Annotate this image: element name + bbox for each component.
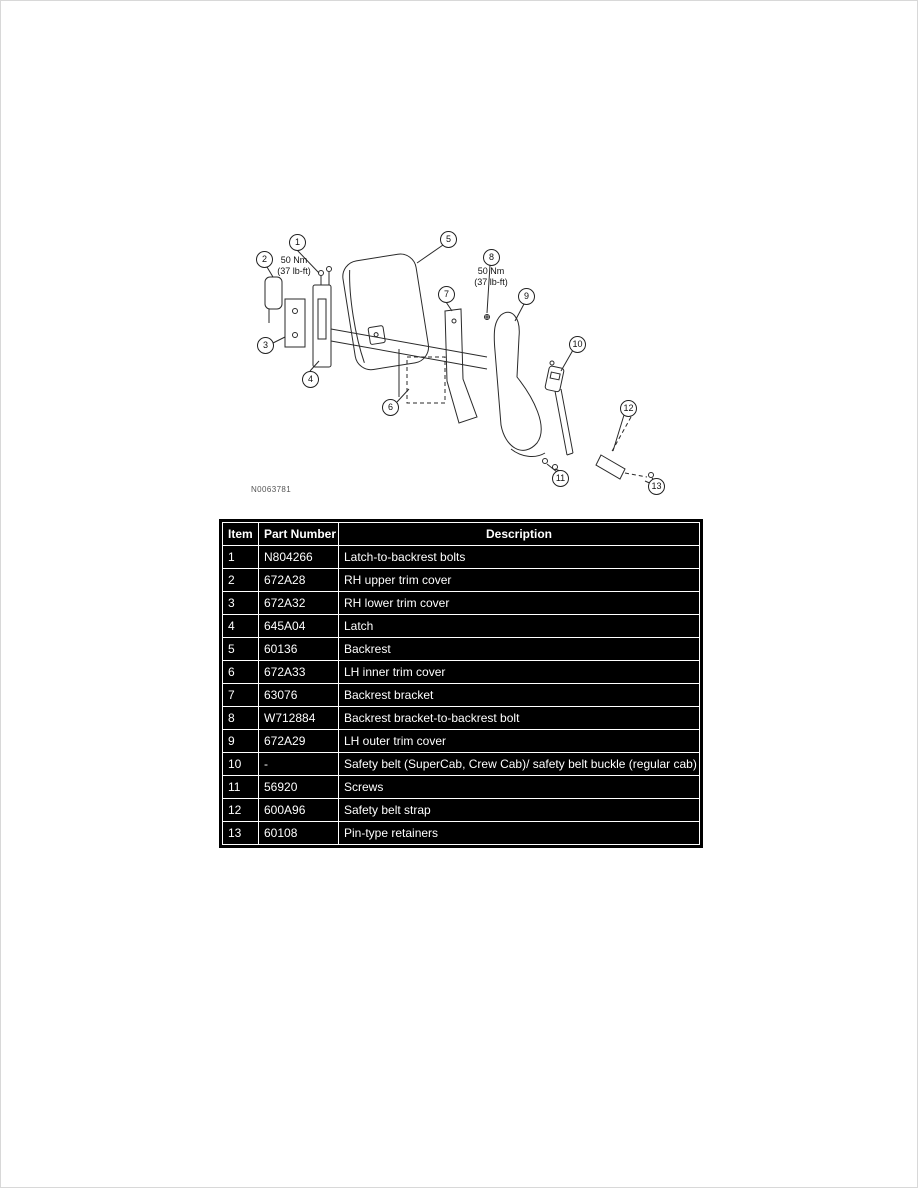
cell-description: RH upper trim cover — [338, 568, 700, 592]
cell-description: Safety belt strap — [338, 798, 700, 822]
cell-part-number: 645A04 — [258, 614, 339, 638]
cell-item: 13 — [222, 821, 259, 845]
exploded-diagram-art — [264, 244, 655, 486]
cell-part-number: 63076 — [258, 683, 339, 707]
cell-description: RH lower trim cover — [338, 591, 700, 615]
table-row: 11 56920 Screws — [222, 775, 700, 799]
torque-label-left: 50 Nm (37 lb-ft) — [266, 255, 322, 278]
cell-part-number: 672A29 — [258, 729, 339, 753]
cell-part-number: 56920 — [258, 775, 339, 799]
callout-7: 7 — [438, 286, 455, 303]
callout-8: 8 — [483, 249, 500, 266]
torque-label-right: 50 Nm (37 lb-ft) — [463, 266, 519, 289]
table-row: 8 W712884 Backrest bracket-to-backrest b… — [222, 706, 700, 730]
cell-part-number: - — [258, 752, 339, 776]
table-row: 3 672A32 RH lower trim cover — [222, 591, 700, 615]
callout-11: 11 — [552, 470, 569, 487]
callout-9: 9 — [518, 288, 535, 305]
cell-description: Safety belt (SuperCab, Crew Cab)/ safety… — [338, 752, 700, 776]
table-row: 2 672A28 RH upper trim cover — [222, 568, 700, 592]
table-row: 5 60136 Backrest — [222, 637, 700, 661]
table-row: 7 63076 Backrest bracket — [222, 683, 700, 707]
callout-10: 10 — [569, 336, 586, 353]
cell-item: 12 — [222, 798, 259, 822]
callout-6: 6 — [382, 399, 399, 416]
header-item: Item — [222, 522, 259, 546]
cell-part-number: 672A32 — [258, 591, 339, 615]
header-part-number: Part Number — [258, 522, 339, 546]
cell-part-number: 600A96 — [258, 798, 339, 822]
cell-item: 4 — [222, 614, 259, 638]
cell-item: 5 — [222, 637, 259, 661]
table-row: 1 N804266 Latch-to-backrest bolts — [222, 545, 700, 569]
cell-item: 3 — [222, 591, 259, 615]
cell-item: 2 — [222, 568, 259, 592]
cell-description: LH outer trim cover — [338, 729, 700, 753]
torque-value: 50 Nm — [477, 266, 505, 276]
callout-5: 5 — [440, 231, 457, 248]
cell-description: Backrest bracket-to-backrest bolt — [338, 706, 700, 730]
callout-12: 12 — [620, 400, 637, 417]
torque-value: 50 Nm — [280, 255, 308, 265]
figure-id: N0063781 — [251, 485, 292, 494]
cell-description: Backrest — [338, 637, 700, 661]
cell-part-number: 672A33 — [258, 660, 339, 684]
cell-part-number: 672A28 — [258, 568, 339, 592]
table-row: 6 672A33 LH inner trim cover — [222, 660, 700, 684]
table-row: 9 672A29 LH outer trim cover — [222, 729, 700, 753]
cell-description: Pin-type retainers — [338, 821, 700, 845]
callout-4: 4 — [302, 371, 319, 388]
table-row: 4 645A04 Latch — [222, 614, 700, 638]
cell-item: 1 — [222, 545, 259, 569]
parts-table: Item Part Number Description 1 N804266 L… — [219, 519, 703, 848]
cell-item: 6 — [222, 660, 259, 684]
table-row: 10 - Safety belt (SuperCab, Crew Cab)/ s… — [222, 752, 700, 776]
cell-description: Backrest bracket — [338, 683, 700, 707]
cell-description: LH inner trim cover — [338, 660, 700, 684]
torque-value-lbft: (37 lb-ft) — [277, 266, 311, 277]
callout-1: 1 — [289, 234, 306, 251]
cell-item: 8 — [222, 706, 259, 730]
header-description: Description — [338, 522, 700, 546]
callout-13: 13 — [648, 478, 665, 495]
cell-part-number: 60108 — [258, 821, 339, 845]
cell-description: Latch — [338, 614, 700, 638]
cell-part-number: N804266 — [258, 545, 339, 569]
torque-value-lbft: (37 lb-ft) — [474, 277, 508, 288]
cell-item: 9 — [222, 729, 259, 753]
cell-item: 10 — [222, 752, 259, 776]
cell-item: 11 — [222, 775, 259, 799]
cell-part-number: W712884 — [258, 706, 339, 730]
cell-description: Latch-to-backrest bolts — [338, 545, 700, 569]
cell-part-number: 60136 — [258, 637, 339, 661]
cell-description: Screws — [338, 775, 700, 799]
table-header-row: Item Part Number Description — [222, 522, 700, 546]
cell-item: 7 — [222, 683, 259, 707]
table-row: 12 600A96 Safety belt strap — [222, 798, 700, 822]
callout-3: 3 — [257, 337, 274, 354]
exploded-diagram: 1 2 3 4 5 6 7 8 9 10 11 12 13 50 Nm (37 … — [249, 229, 699, 507]
callout-2: 2 — [256, 251, 273, 268]
table-row: 13 60108 Pin-type retainers — [222, 821, 700, 845]
